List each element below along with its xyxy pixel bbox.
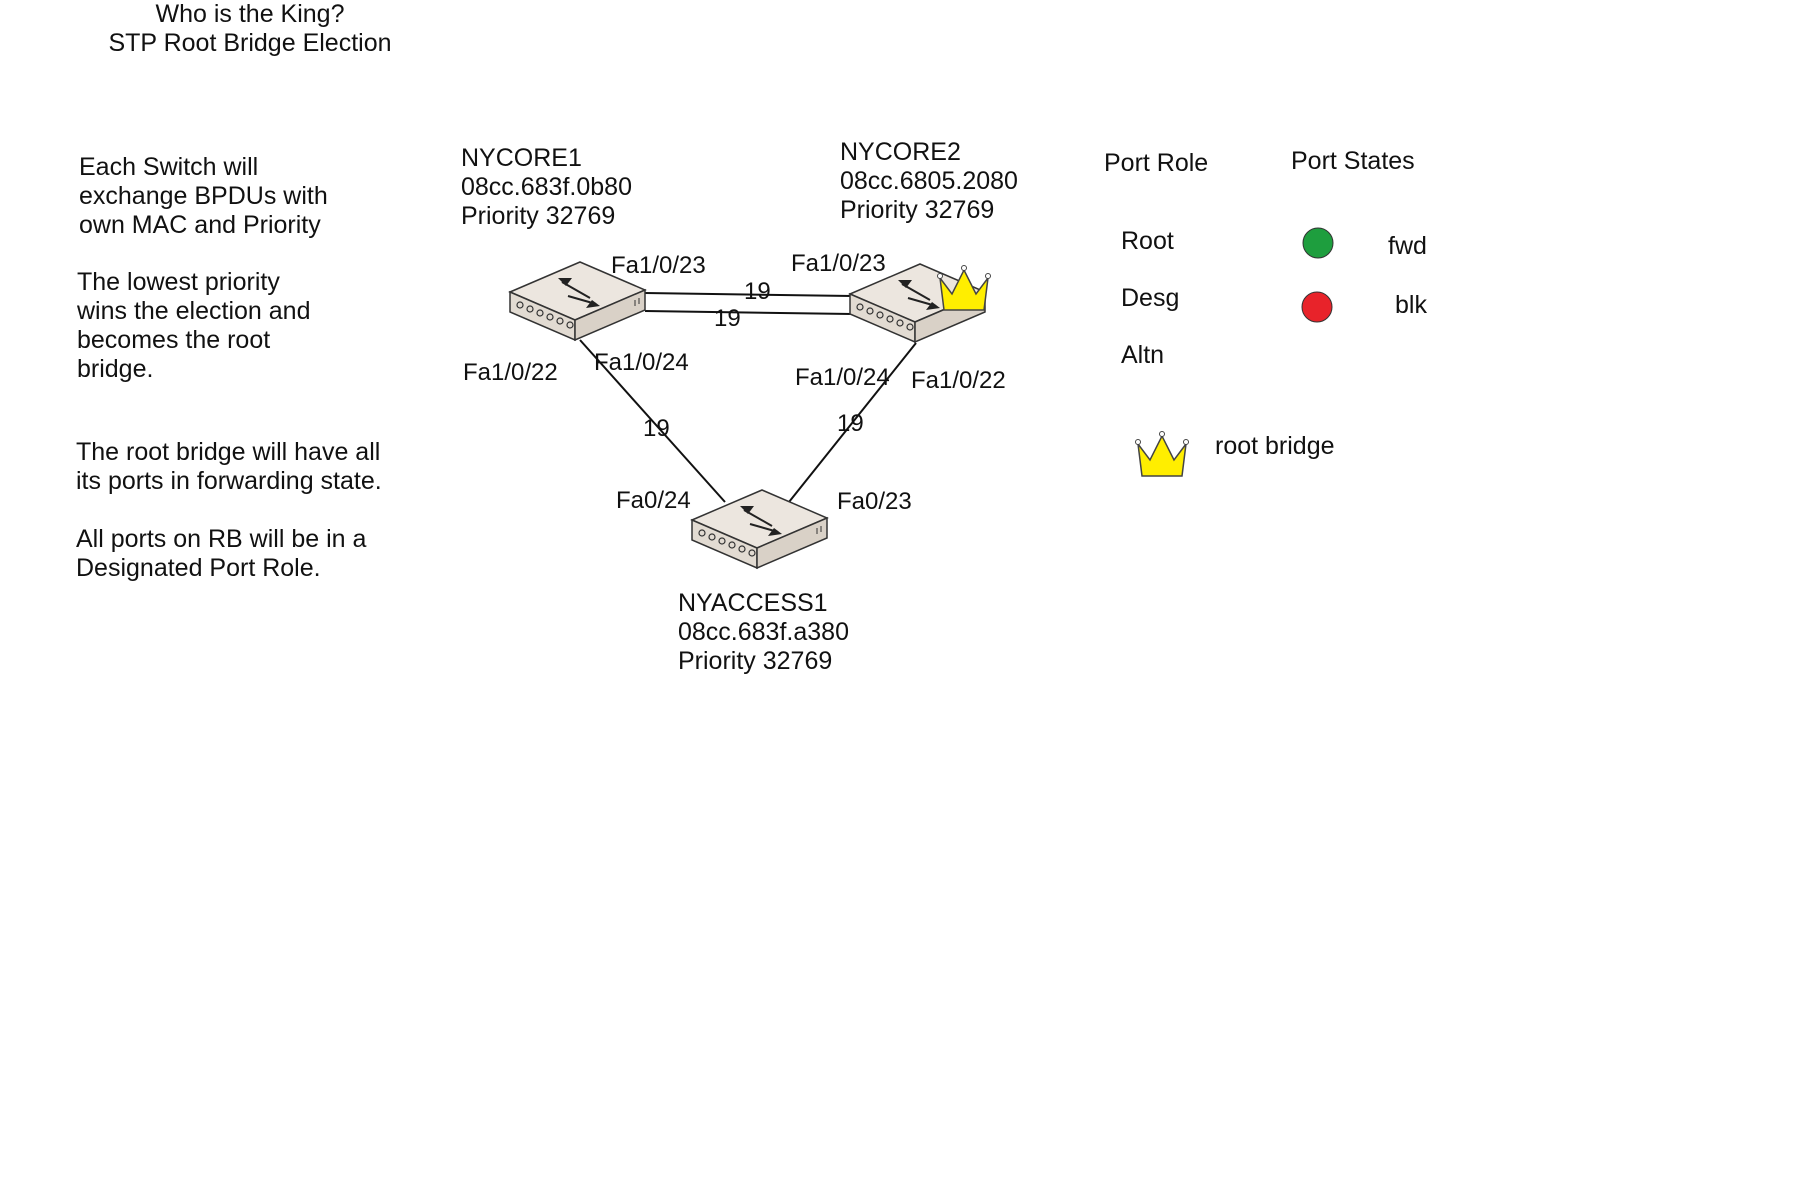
switch-info-nyaccess1: NYACCESS1 08cc.683f.a380 Priority 32769 [678, 589, 849, 676]
switch-mac: 08cc.6805.2080 [840, 167, 1018, 195]
port-label-core1-fa1-0-23: Fa1/0/23 [611, 252, 706, 279]
switch-name: NYCORE2 [840, 138, 961, 166]
legend-root-bridge-label: root bridge [1215, 432, 1335, 460]
port-label-core1-fa1-0-24: Fa1/0/24 [594, 349, 689, 376]
note-line: its ports in forwarding state. [76, 467, 382, 495]
cost-label-top-upper: 19 [744, 278, 771, 305]
switch-icon-nyaccess1 [691, 489, 828, 569]
blk-state-dot-icon [1301, 291, 1333, 323]
switch-priority: Priority 32769 [678, 647, 833, 675]
port-label-core2-fa1-0-24: Fa1/0/24 [795, 364, 890, 391]
link-core1-core2-lower [644, 310, 853, 315]
port-label-core2-fa1-0-22: Fa1/0/22 [911, 367, 1006, 394]
diagram-title: Who is the King? STP Root Bridge Electio… [0, 0, 500, 58]
fwd-state-dot-icon [1302, 227, 1334, 259]
port-label-access-fa0-23: Fa0/23 [837, 488, 912, 515]
link-core1-core2-upper [644, 292, 853, 297]
note-designated-role: All ports on RB will be in a Designated … [76, 525, 366, 583]
legend-port-role-header: Port Role [1104, 149, 1209, 177]
legend-state-fwd: fwd [1388, 232, 1427, 260]
note-lowest-priority: The lowest priority wins the election an… [77, 268, 310, 384]
legend-role-desg: Desg [1121, 284, 1180, 312]
title-line-2: STP Root Bridge Election [108, 29, 392, 57]
switch-info-nycore2: NYCORE2 08cc.6805.2080 Priority 32769 [840, 138, 1018, 225]
note-line: The root bridge will have all [76, 438, 381, 466]
legend-role-root: Root [1121, 227, 1174, 255]
note-bpdu-exchange: Each Switch will exchange BPDUs with own… [79, 153, 328, 240]
cost-label-top-lower: 19 [714, 305, 741, 332]
cost-label-left: 19 [643, 415, 670, 442]
link-core2-access [788, 342, 917, 503]
port-label-access-fa0-24: Fa0/24 [616, 487, 691, 514]
port-label-core1-fa1-0-22: Fa1/0/22 [463, 359, 558, 386]
legend-state-blk: blk [1395, 291, 1427, 319]
switch-mac: 08cc.683f.a380 [678, 618, 849, 646]
legend-port-states-header: Port States [1291, 147, 1415, 175]
note-line: wins the election and [77, 297, 311, 325]
switch-name: NYACCESS1 [678, 589, 828, 617]
note-line: becomes the root [77, 326, 271, 354]
note-line: own MAC and Priority [79, 211, 321, 239]
note-line: Designated Port Role. [76, 554, 321, 582]
switch-mac: 08cc.683f.0b80 [461, 173, 632, 201]
root-bridge-crown-icon [936, 264, 992, 311]
title-line-1: Who is the King? [155, 0, 345, 28]
note-line: exchange BPDUs with [79, 182, 328, 210]
cost-label-right: 19 [837, 410, 864, 437]
note-root-forwarding: The root bridge will have all its ports … [76, 438, 382, 496]
note-line: Each Switch will [79, 153, 259, 181]
legend-role-altn: Altn [1121, 341, 1165, 369]
switch-priority: Priority 32769 [840, 196, 995, 224]
link-core1-access [579, 339, 726, 503]
legend-crown-icon [1134, 430, 1190, 477]
note-line: bridge. [77, 355, 154, 383]
port-label-core2-fa1-0-23: Fa1/0/23 [791, 250, 886, 277]
switch-info-nycore1: NYCORE1 08cc.683f.0b80 Priority 32769 [461, 144, 632, 231]
note-line: All ports on RB will be in a [76, 525, 367, 553]
note-line: The lowest priority [77, 268, 280, 296]
switch-name: NYCORE1 [461, 144, 582, 172]
switch-priority: Priority 32769 [461, 202, 616, 230]
